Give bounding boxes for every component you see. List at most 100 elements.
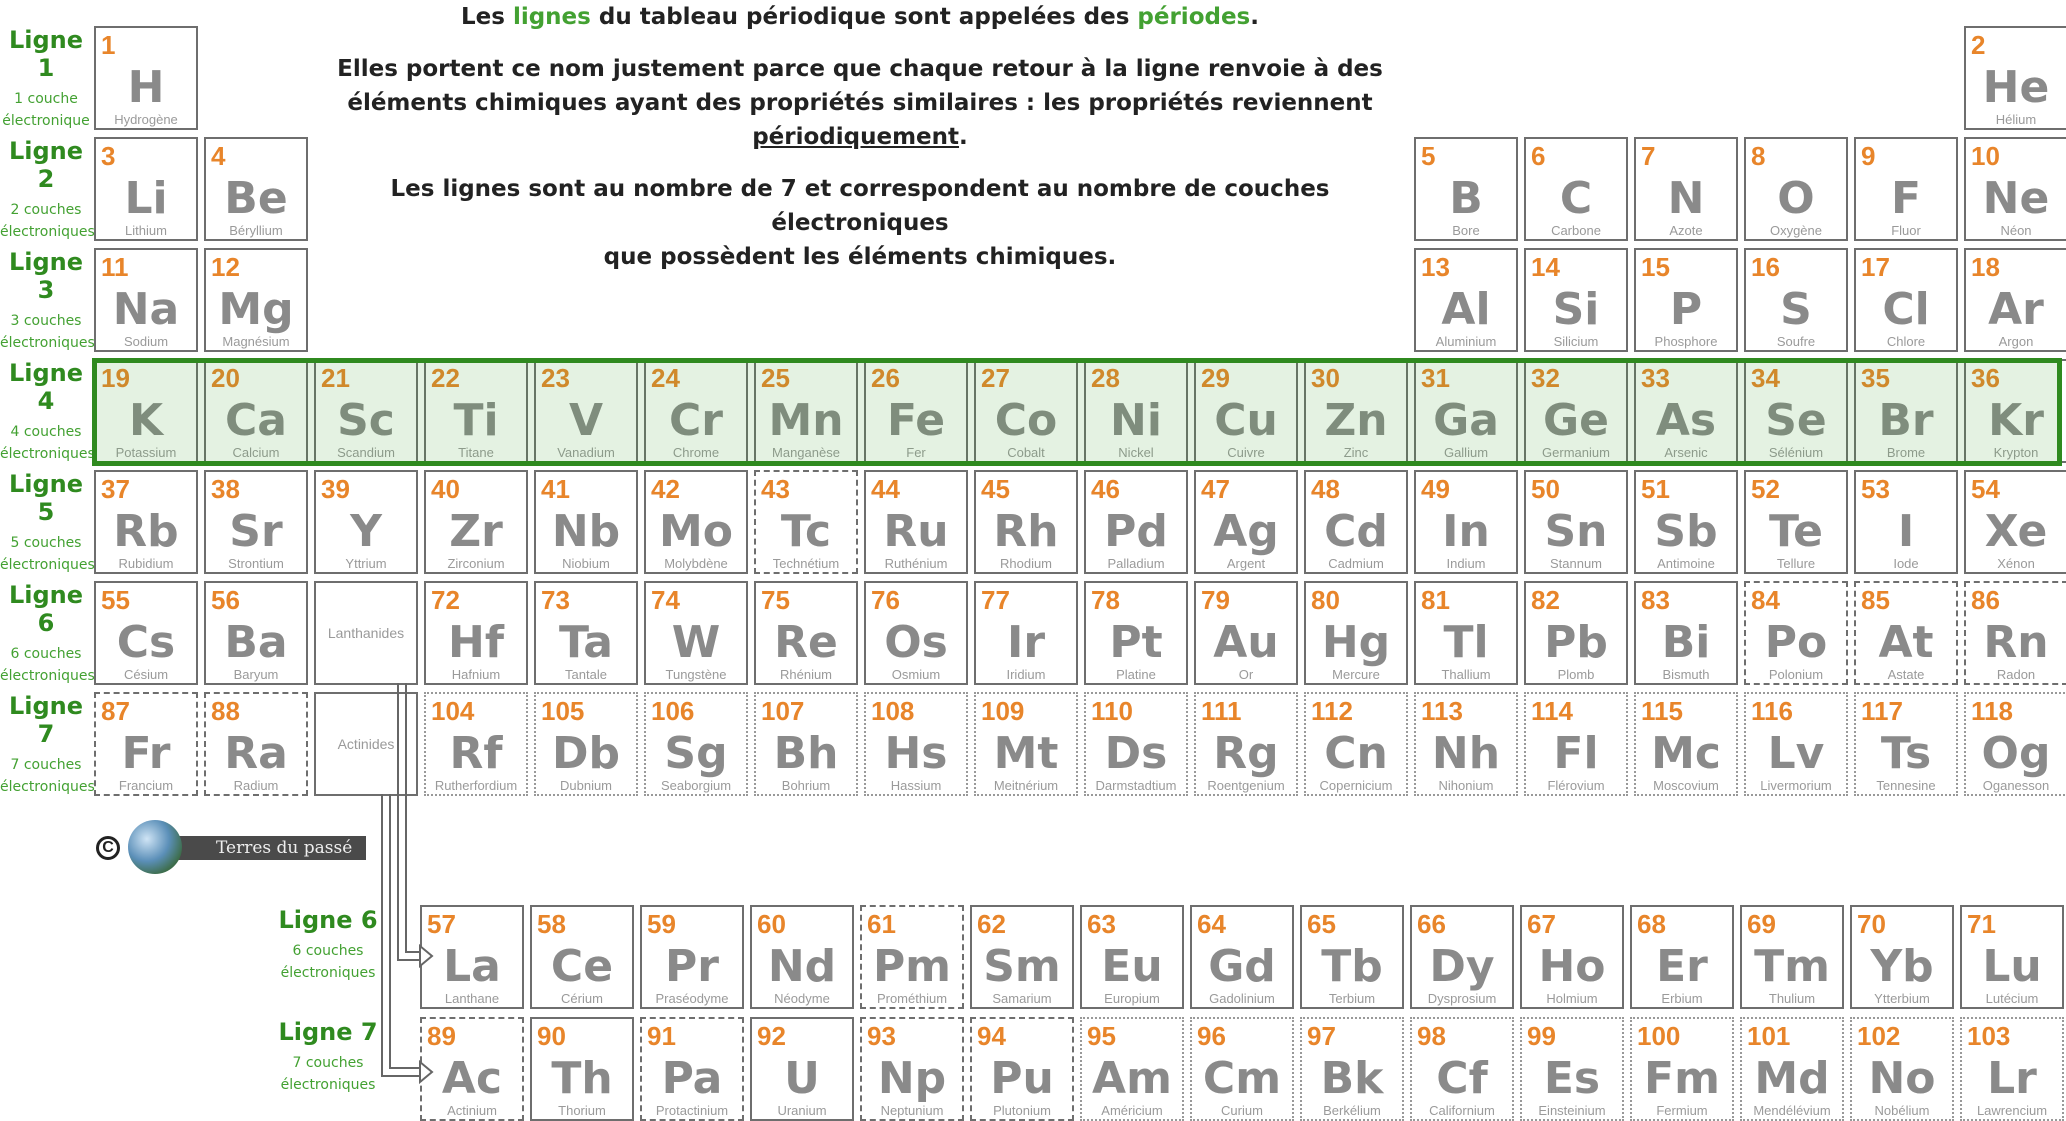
element-tl[interactable]: 81TlThallium (1414, 581, 1518, 685)
element-b[interactable]: 5BBore (1414, 137, 1518, 241)
element-he[interactable]: 2HeHélium (1964, 26, 2066, 130)
element-fm[interactable]: 100FmFermium (1630, 1017, 1734, 1121)
element-po[interactable]: 84PoPolonium (1744, 581, 1848, 685)
element-re[interactable]: 75ReRhénium (754, 581, 858, 685)
element-eu[interactable]: 63EuEuropium (1080, 905, 1184, 1009)
element-db[interactable]: 105DbDubnium (534, 692, 638, 796)
element-pr[interactable]: 59PrPraséodyme (640, 905, 744, 1009)
element-h[interactable]: 1HHydrogène (94, 26, 198, 130)
element-ar[interactable]: 18ArArgon (1964, 248, 2066, 352)
element-mn[interactable]: 25MnManganèse (754, 359, 858, 463)
element-au[interactable]: 79AuOr (1194, 581, 1298, 685)
element-lr[interactable]: 103LrLawrencium (1960, 1017, 2064, 1121)
element-co[interactable]: 27CoCobalt (974, 359, 1078, 463)
element-tb[interactable]: 65TbTerbium (1300, 905, 1404, 1009)
element-cm[interactable]: 96CmCurium (1190, 1017, 1294, 1121)
element-s[interactable]: 16SSoufre (1744, 248, 1848, 352)
element-hg[interactable]: 80HgMercure (1304, 581, 1408, 685)
element-se[interactable]: 34SeSélénium (1744, 359, 1848, 463)
element-ho[interactable]: 67HoHolmium (1520, 905, 1624, 1009)
element-zr[interactable]: 40ZrZirconium (424, 470, 528, 574)
element-rh[interactable]: 45RhRhodium (974, 470, 1078, 574)
element-tc[interactable]: 43TcTechnétium (754, 470, 858, 574)
element-at[interactable]: 85AtAstate (1854, 581, 1958, 685)
element-nb[interactable]: 41NbNiobium (534, 470, 638, 574)
element-rn[interactable]: 86RnRadon (1964, 581, 2066, 685)
element-pu[interactable]: 94PuPlutonium (970, 1017, 1074, 1121)
element-mc[interactable]: 115McMoscovium (1634, 692, 1738, 796)
element-ir[interactable]: 77IrIridium (974, 581, 1078, 685)
element-i[interactable]: 53IIode (1854, 470, 1958, 574)
element-gd[interactable]: 64GdGadolinium (1190, 905, 1294, 1009)
element-ti[interactable]: 22TiTitane (424, 359, 528, 463)
element-o[interactable]: 8OOxygène (1744, 137, 1848, 241)
element-cl[interactable]: 17ClChlore (1854, 248, 1958, 352)
element-cn[interactable]: 112CnCopernicium (1304, 692, 1408, 796)
element-bh[interactable]: 107BhBohrium (754, 692, 858, 796)
element-es[interactable]: 99EsEinsteinium (1520, 1017, 1624, 1121)
element-rg[interactable]: 111RgRoentgenium (1194, 692, 1298, 796)
element-u[interactable]: 92UUranium (750, 1017, 854, 1121)
element-sr[interactable]: 38SrStrontium (204, 470, 308, 574)
element-am[interactable]: 95AmAméricium (1080, 1017, 1184, 1121)
element-li[interactable]: 3LiLithium (94, 137, 198, 241)
element-th[interactable]: 90ThThorium (530, 1017, 634, 1121)
element-pb[interactable]: 82PbPlomb (1524, 581, 1628, 685)
element-hs[interactable]: 108HsHassium (864, 692, 968, 796)
element-k[interactable]: 19KPotassium (94, 359, 198, 463)
element-rf[interactable]: 104RfRutherfordium (424, 692, 528, 796)
element-la[interactable]: 57LaLanthane (420, 905, 524, 1009)
element-ga[interactable]: 31GaGallium (1414, 359, 1518, 463)
element-zn[interactable]: 30ZnZinc (1304, 359, 1408, 463)
element-fl[interactable]: 114FlFlérovium (1524, 692, 1628, 796)
element-y[interactable]: 39YYttrium (314, 470, 418, 574)
element-mg[interactable]: 12MgMagnésium (204, 248, 308, 352)
element-ts[interactable]: 117TsTennesine (1854, 692, 1958, 796)
element-n[interactable]: 7NAzote (1634, 137, 1738, 241)
element-kr[interactable]: 36KrKrypton (1964, 359, 2066, 463)
element-cu[interactable]: 29CuCuivre (1194, 359, 1298, 463)
element-cr[interactable]: 24CrChrome (644, 359, 748, 463)
element-lv[interactable]: 116LvLivermorium (1744, 692, 1848, 796)
element-bi[interactable]: 83BiBismuth (1634, 581, 1738, 685)
element-ca[interactable]: 20CaCalcium (204, 359, 308, 463)
element-pt[interactable]: 78PtPlatine (1084, 581, 1188, 685)
element-mo[interactable]: 42MoMolybdène (644, 470, 748, 574)
element-cd[interactable]: 48CdCadmium (1304, 470, 1408, 574)
element-nh[interactable]: 113NhNihonium (1414, 692, 1518, 796)
element-p[interactable]: 15PPhosphore (1634, 248, 1738, 352)
element-nd[interactable]: 60NdNéodyme (750, 905, 854, 1009)
element-fe[interactable]: 26FeFer (864, 359, 968, 463)
element-ba[interactable]: 56BaBaryum (204, 581, 308, 685)
element-dy[interactable]: 66DyDysprosium (1410, 905, 1514, 1009)
element-sm[interactable]: 62SmSamarium (970, 905, 1074, 1009)
element-ac[interactable]: 89AcActinium (420, 1017, 524, 1121)
element-si[interactable]: 14SiSilicium (1524, 248, 1628, 352)
element-sn[interactable]: 50SnStannum (1524, 470, 1628, 574)
element-ru[interactable]: 44RuRuthénium (864, 470, 968, 574)
element-os[interactable]: 76OsOsmium (864, 581, 968, 685)
element-lu[interactable]: 71LuLutécium (1960, 905, 2064, 1009)
element-ce[interactable]: 58CeCérium (530, 905, 634, 1009)
element-ni[interactable]: 28NiNickel (1084, 359, 1188, 463)
element-ta[interactable]: 73TaTantale (534, 581, 638, 685)
element-mt[interactable]: 109MtMeitnérium (974, 692, 1078, 796)
element-og[interactable]: 118OgOganesson (1964, 692, 2066, 796)
element-pa[interactable]: 91PaProtactinium (640, 1017, 744, 1121)
element-fr[interactable]: 87FrFrancium (94, 692, 198, 796)
element-f[interactable]: 9FFluor (1854, 137, 1958, 241)
element-cs[interactable]: 55CsCésium (94, 581, 198, 685)
element-c[interactable]: 6CCarbone (1524, 137, 1628, 241)
element-md[interactable]: 101MdMendélévium (1740, 1017, 1844, 1121)
element-al[interactable]: 13AlAluminium (1414, 248, 1518, 352)
element-v[interactable]: 23VVanadium (534, 359, 638, 463)
element-er[interactable]: 68ErErbium (1630, 905, 1734, 1009)
element-sb[interactable]: 51SbAntimoine (1634, 470, 1738, 574)
element-w[interactable]: 74WTungstène (644, 581, 748, 685)
element-sc[interactable]: 21ScScandium (314, 359, 418, 463)
element-ra[interactable]: 88RaRadium (204, 692, 308, 796)
element-rb[interactable]: 37RbRubidium (94, 470, 198, 574)
element-sg[interactable]: 106SgSeaborgium (644, 692, 748, 796)
element-hf[interactable]: 72HfHafnium (424, 581, 528, 685)
element-as[interactable]: 33AsArsenic (1634, 359, 1738, 463)
